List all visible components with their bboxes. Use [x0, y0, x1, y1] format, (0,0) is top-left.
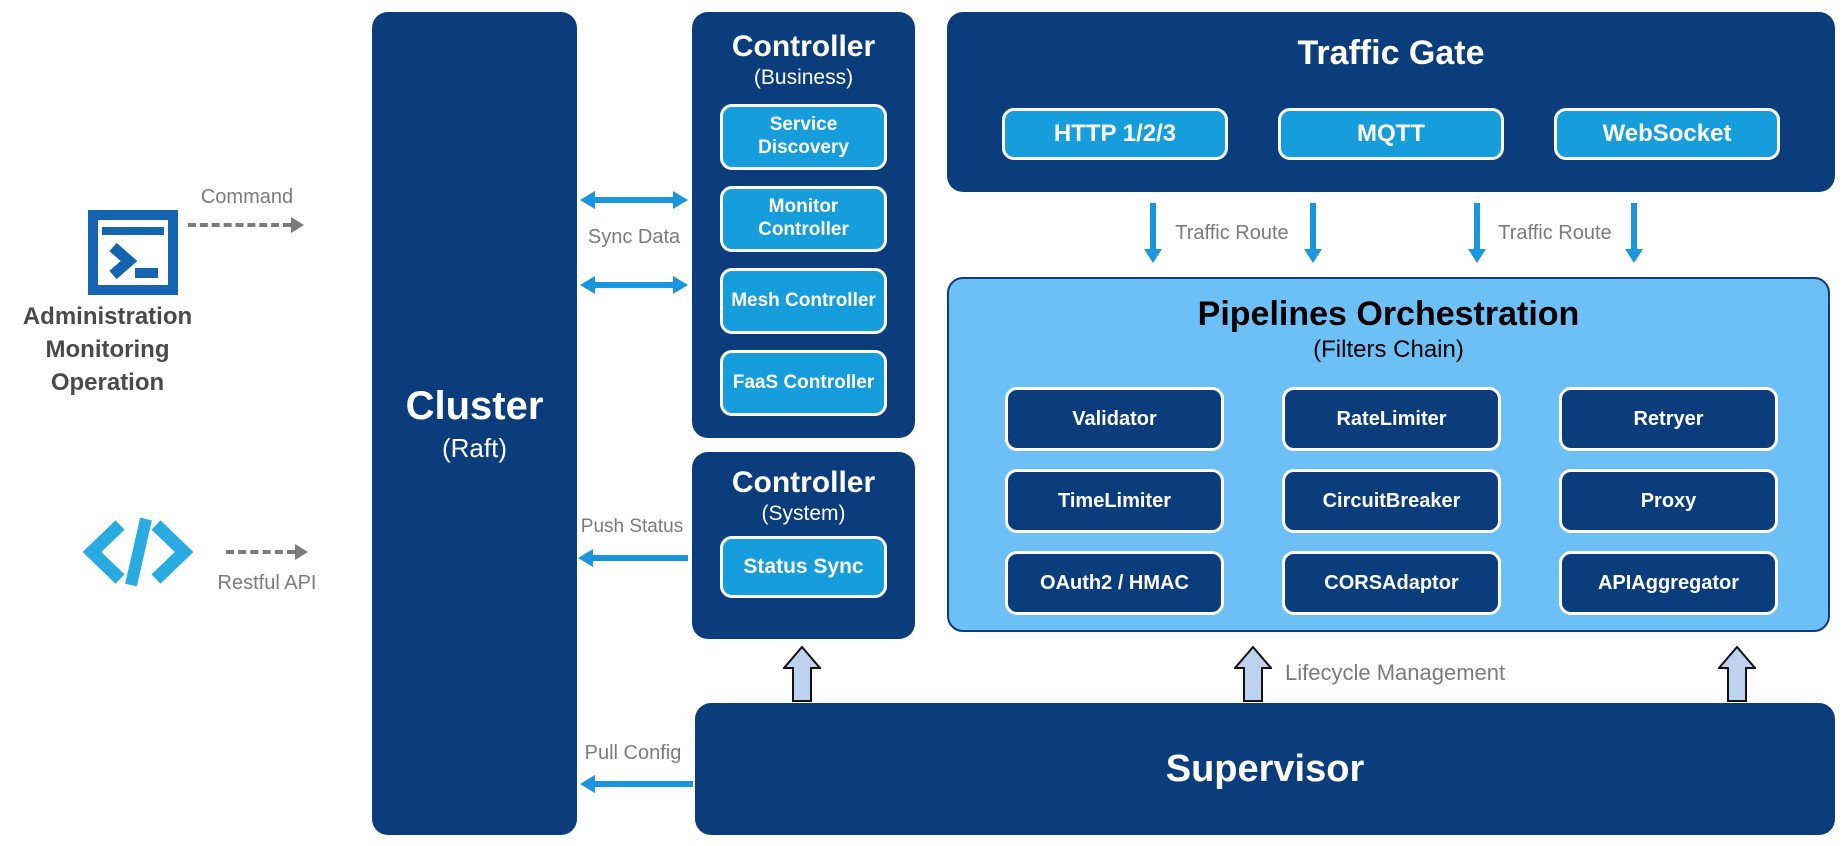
filter-proxy: Proxy	[1559, 469, 1778, 533]
lifecycle-arrow-left	[781, 645, 823, 707]
controller-system-subtitle: (System)	[761, 502, 846, 525]
command-label: Command	[200, 186, 294, 208]
filter-ratelimiter: RateLimiter	[1282, 387, 1501, 451]
traffic-route-arrow-4	[1625, 203, 1643, 263]
traffic-route-label-right: Traffic Route	[1498, 222, 1612, 244]
filter-apiaggregator: APIAggregator	[1559, 551, 1778, 615]
filter-retryer: Retryer	[1559, 387, 1778, 451]
filter-validator: Validator	[1005, 387, 1224, 451]
status-sync-node: Status Sync	[720, 536, 887, 598]
sync-data-arrow-bottom	[580, 275, 688, 295]
command-arrow	[188, 217, 304, 233]
admin-line-administration: Administration	[22, 303, 193, 330]
traffic-gate-node: Traffic Gate HTTP 1/2/3 MQTT WebSocket	[947, 12, 1835, 192]
lifecycle-arrow-right	[1716, 645, 1758, 707]
traffic-gate-title: Traffic Gate	[1297, 34, 1485, 72]
lifecycle-management-label: Lifecycle Management	[1285, 660, 1506, 685]
faas-controller-node: FaaS Controller	[720, 350, 887, 416]
filter-oauth2-hmac: OAuth2 / HMAC	[1005, 551, 1224, 615]
cluster-subtitle: (Raft)	[442, 432, 507, 463]
websocket-protocol-node: WebSocket	[1554, 108, 1780, 160]
sync-data-label: Sync Data	[587, 226, 681, 248]
cluster-node: Cluster (Raft)	[372, 12, 577, 835]
lifecycle-arrow-middle	[1232, 645, 1274, 707]
filter-timelimiter: TimeLimiter	[1005, 469, 1224, 533]
pipelines-orchestration-panel: Pipelines Orchestration (Filters Chain) …	[947, 277, 1830, 632]
pull-config-label: Pull Config	[584, 742, 682, 764]
service-discovery-node: Service Discovery	[720, 104, 887, 170]
traffic-route-label-left: Traffic Route	[1175, 222, 1289, 244]
pull-config-arrow	[580, 774, 693, 794]
sync-data-arrow-top	[580, 190, 688, 210]
cluster-title: Cluster	[405, 383, 544, 428]
pipelines-title: Pipelines Orchestration	[1197, 295, 1580, 333]
pipelines-subtitle: (Filters Chain)	[1313, 336, 1464, 363]
controller-business-node: Controller (Business) Service Discovery …	[692, 12, 915, 438]
http-protocol-node: HTTP 1/2/3	[1002, 108, 1228, 160]
filter-circuitbreaker: CircuitBreaker	[1282, 469, 1501, 533]
restful-api-arrow	[226, 544, 308, 560]
terminal-window-icon	[88, 210, 178, 295]
filter-corsadaptor: CORSAdaptor	[1282, 551, 1501, 615]
controller-business-subtitle: (Business)	[753, 66, 854, 89]
mqtt-protocol-node: MQTT	[1278, 108, 1504, 160]
monitor-controller-node: Monitor Controller	[720, 186, 887, 252]
traffic-route-arrow-3	[1468, 203, 1486, 263]
controller-system-title: Controller	[731, 466, 876, 499]
admin-line-monitoring: Monitoring	[45, 336, 170, 363]
mesh-controller-node: Mesh Controller	[720, 268, 887, 334]
controller-business-title: Controller	[731, 30, 876, 63]
restful-api-label: Restful API	[217, 572, 317, 594]
supervisor-node: Supervisor	[695, 703, 1835, 835]
code-brackets-icon	[78, 512, 198, 592]
supervisor-title: Supervisor	[1165, 747, 1365, 790]
admin-line-operation: Operation	[50, 369, 165, 396]
traffic-route-arrow-2	[1304, 203, 1322, 263]
admin-roles-label: Administration Monitoring Operation	[0, 300, 215, 399]
push-status-label: Push Status	[580, 516, 684, 537]
push-status-arrow	[578, 548, 688, 568]
traffic-route-arrow-1	[1144, 203, 1162, 263]
controller-system-node: Controller (System) Status Sync	[692, 452, 915, 639]
